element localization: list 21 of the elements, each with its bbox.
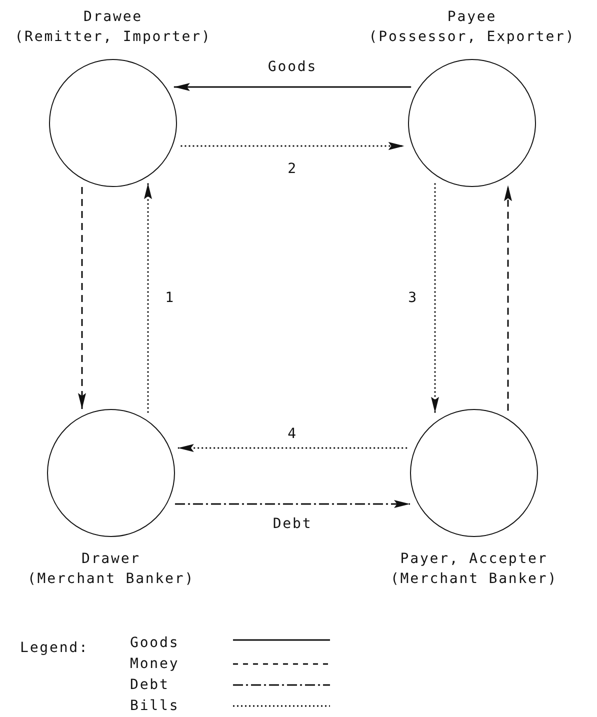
legend-text: Goods xyxy=(130,634,180,653)
party-name: Drawee xyxy=(84,8,142,27)
arrow xyxy=(178,444,408,452)
legend-text: Bills xyxy=(130,697,180,716)
party-role: (Merchant Banker) xyxy=(27,570,195,589)
arrow xyxy=(144,183,152,413)
legend-text: Debt xyxy=(130,676,170,695)
party-role: (Remitter, Importer) xyxy=(14,28,212,47)
legend-text: Money xyxy=(130,655,180,674)
party-role: (Possessor, Exporter) xyxy=(368,28,576,47)
party-role: (Merchant Banker) xyxy=(390,570,558,589)
party-name: Drawer xyxy=(82,550,140,569)
legend-title: Legend: xyxy=(20,639,89,658)
arrow xyxy=(175,500,410,508)
party-name: Payer, Accepter xyxy=(400,550,548,569)
party-name: Payee xyxy=(447,8,497,27)
arrow xyxy=(504,185,512,411)
arrow xyxy=(78,187,86,409)
arrow xyxy=(174,83,412,91)
arrow xyxy=(431,183,439,413)
arrow xyxy=(180,142,404,150)
